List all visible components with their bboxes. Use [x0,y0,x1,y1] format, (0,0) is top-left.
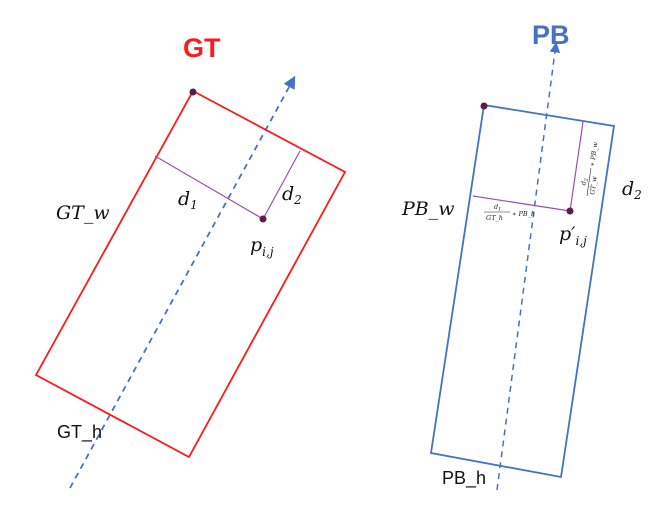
pb-axis-arrow [496,41,561,491]
svg-text:∗ PB_h: ∗ PB_h [512,210,535,218]
svg-text:GT_h: GT_h [486,214,503,222]
gt-d1-line [154,155,264,220]
pb-box [429,103,616,479]
gt-pixel-point [259,215,267,223]
gt-point-label: pi,j [250,234,274,259]
pb-d2-line [569,121,584,212]
gt-title: GT [183,33,221,63]
pb-d1-line [472,195,571,212]
svg-text:d1: d1 [494,203,501,213]
pb-corner-point [480,102,488,110]
svg-text:∗ PB_w: ∗ PB_w [588,141,599,167]
pb-pixel-point [566,207,574,215]
pb-title: PB [532,20,570,50]
gt-d2-line [262,150,301,220]
pb-scaled-d1-label: d1 GT_h ∗ PB_h [484,203,535,222]
gt-d1-label: d1 [178,188,198,212]
gt-box [34,89,347,459]
svg-text:GT_w: GT_w [588,175,599,195]
gt-axis-arrow [69,75,296,489]
gt-height-label: GT_h [57,422,102,443]
pb-point-label: p′i,j [559,223,587,248]
pb-d2-label: d2 [622,178,642,202]
pb-width-label: PB_w [401,198,455,220]
pb-height-label: PB_h [442,468,486,489]
gt-d2-label: d2 [282,183,302,207]
gt-width-label: GT_w [56,202,110,224]
svg-text:d2: d2 [579,177,589,186]
pb-scaled-d2-label: d2 GT_w ∗ PB_w [579,141,600,196]
gt-corner-point [189,88,197,96]
